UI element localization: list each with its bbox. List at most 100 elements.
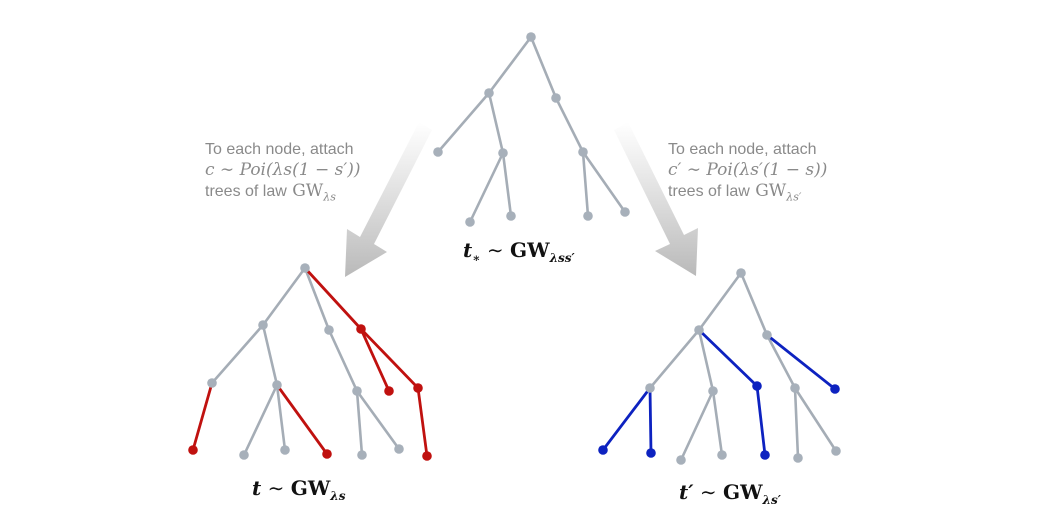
right-tree-edge-added <box>601 386 652 452</box>
top-caption-var: t <box>463 238 473 262</box>
left-tree-edge-added <box>303 266 363 331</box>
right-tree-edge-base <box>697 328 715 393</box>
right-tree-node-base <box>708 386 718 396</box>
left-tree-node-base <box>352 386 362 396</box>
left-tree-edge-added <box>191 381 214 452</box>
top-tree-node-base <box>526 32 536 42</box>
right-tree-edge-added <box>697 328 759 388</box>
left-annotation: To each node, attach c ∼ Poi(λs(1 − s′))… <box>205 139 360 207</box>
right-caption: t′ ∼ GWλs′ <box>679 480 781 507</box>
left-tree-edge-base <box>210 323 265 385</box>
right-tree-node-added <box>598 445 608 455</box>
left-tree-node-added <box>422 451 432 461</box>
top-caption-law-sub: λss′ <box>549 251 575 265</box>
top-tree-edge-base <box>554 96 585 154</box>
right-tree-node-base <box>717 450 727 460</box>
top-tree-edge-base <box>468 151 505 224</box>
left-tree-edge-base <box>355 389 401 451</box>
top-tree-edge-base <box>501 151 513 218</box>
left-tree-edge-added <box>416 386 429 458</box>
right-annotation: To each node, attach c′ ∼ Poi(λs′(1 − s)… <box>668 139 827 207</box>
right-annotation-law-sub: λs′ <box>786 190 802 204</box>
left-annotation-line3: trees of law GWλs <box>205 181 360 207</box>
right-annotation-line3: trees of law GWλs′ <box>668 181 827 207</box>
left-arrow <box>345 122 432 277</box>
left-tree-node-base <box>207 378 217 388</box>
right-annotation-line2: c′ ∼ Poi(λs′(1 − s)) <box>668 160 828 180</box>
right-tree-node-added <box>752 381 762 391</box>
left-tree-edge-base <box>261 323 279 387</box>
top-tree-edge-base <box>529 35 558 100</box>
right-tree-node-base <box>645 383 655 393</box>
right-annotation-prefix: trees of law <box>668 183 750 200</box>
right-annotation-law: GW <box>755 181 787 201</box>
right-tree-edge-added <box>755 384 767 457</box>
right-tree-edge-base <box>697 271 743 332</box>
top-tree-edge-base <box>487 91 505 155</box>
right-tree-node-added <box>760 450 770 460</box>
left-annotation-law-sub: λs <box>323 190 336 204</box>
left-tree-node-base <box>239 450 249 460</box>
right-tree <box>598 268 841 465</box>
left-annotation-law: GW <box>292 181 324 201</box>
left-tree-node-base <box>324 325 334 335</box>
right-tree-edge-added <box>765 333 837 391</box>
left-tree-edge-base <box>261 266 307 327</box>
top-tree-edge-base <box>436 91 491 154</box>
top-tree-node-base <box>506 211 516 221</box>
right-tree-edge-base <box>793 386 838 453</box>
top-tree-node-base <box>465 217 475 227</box>
left-tree-node-added <box>413 383 423 393</box>
left-tree-node-base <box>272 380 282 390</box>
left-tree-edge-base <box>242 383 279 457</box>
right-tree-edge-added <box>648 386 653 455</box>
top-tree-node-base <box>583 211 593 221</box>
top-caption: t∗ ∼ GWλss′ <box>463 238 575 265</box>
left-tree-edge-added <box>275 383 329 456</box>
top-tree-node-base <box>484 88 494 98</box>
top-tree-edge-base <box>581 150 627 214</box>
left-tree-node-added <box>356 324 366 334</box>
right-caption-law: GW <box>723 480 763 504</box>
left-annotation-prefix: trees of law <box>205 183 287 200</box>
top-tree <box>433 32 630 227</box>
left-caption-law: GW <box>290 476 331 500</box>
right-tree-node-base <box>762 330 772 340</box>
right-tree-node-added <box>646 448 656 458</box>
right-tree-edge-base <box>739 271 769 337</box>
right-tree-edge-base <box>765 333 797 390</box>
left-tree-node-base <box>280 445 290 455</box>
left-tree-edge-added <box>359 327 391 393</box>
left-caption-rel: ∼ <box>267 476 285 500</box>
right-tree-edge-base <box>648 328 701 390</box>
left-tree-node-base <box>394 444 404 454</box>
right-tree-node-base <box>793 453 803 463</box>
right-annotation-line1: To each node, attach <box>668 141 817 158</box>
right-tree-node-base <box>831 446 841 456</box>
left-annotation-line2: c ∼ Poi(λs(1 − s′)) <box>205 160 361 180</box>
left-tree-node-base <box>300 263 310 273</box>
left-tree-node-added <box>384 386 394 396</box>
right-caption-law-sub: λs′ <box>762 493 781 507</box>
right-tree-edge-base <box>793 386 800 460</box>
top-tree-edge-base <box>581 150 590 218</box>
right-caption-rel: ∼ <box>699 480 717 504</box>
left-tree-edge-added <box>359 327 420 390</box>
left-tree-edge-base <box>303 266 331 332</box>
left-caption-law-sub: λs <box>330 489 346 503</box>
right-tree-node-base <box>790 383 800 393</box>
top-caption-law: GW <box>510 238 550 262</box>
left-tree-edge-base <box>327 328 359 393</box>
right-tree-node-base <box>736 268 746 278</box>
top-tree-node-base <box>578 147 588 157</box>
top-caption-rel: ∼ <box>486 238 504 262</box>
right-tree-node-base <box>676 455 686 465</box>
top-tree-node-base <box>498 148 508 158</box>
right-tree-edge-base <box>711 389 724 457</box>
top-tree-node-base <box>551 93 561 103</box>
left-caption: t ∼ GWλs <box>252 476 345 503</box>
right-tree-edge-base <box>679 389 715 462</box>
top-caption-var-sub: ∗ <box>472 251 481 265</box>
top-tree-node-base <box>433 147 443 157</box>
